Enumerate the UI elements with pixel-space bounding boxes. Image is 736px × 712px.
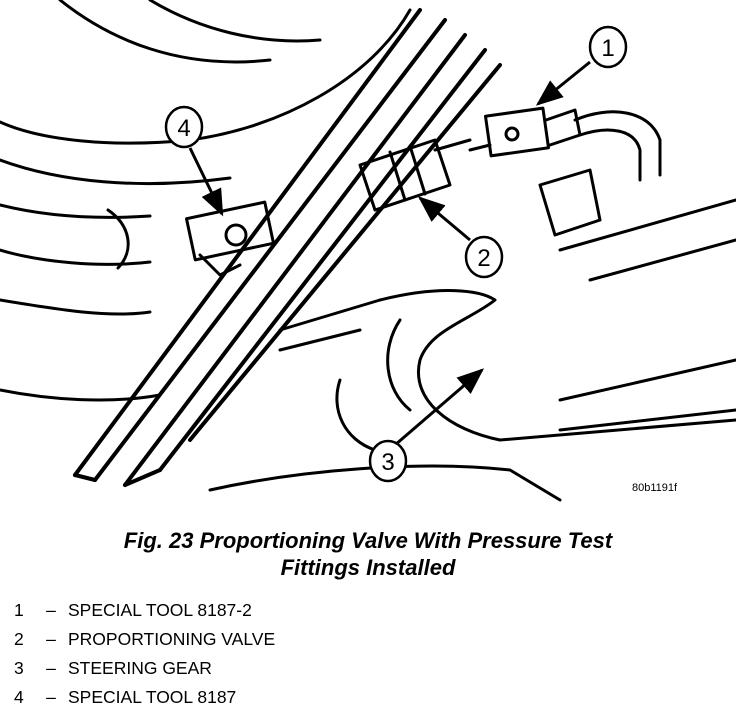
legend-separator: – <box>46 600 56 620</box>
legend-item: 4 –SPECIAL TOOL 8187 <box>14 683 275 712</box>
callout-number: 4 <box>177 115 190 142</box>
legend-separator: – <box>46 658 56 678</box>
leader-arrow-4 <box>188 147 224 217</box>
legend-label: STEERING GEAR <box>68 658 212 678</box>
legend-item: 3 –STEERING GEAR <box>14 654 275 683</box>
legend-item: 1 –SPECIAL TOOL 8187-2 <box>14 596 275 625</box>
legend-number: 2 <box>14 629 24 649</box>
callout-3: 3 <box>368 439 408 483</box>
figure-caption: Fig. 23 Proportioning Valve With Pressur… <box>0 527 736 581</box>
leader-arrow-2 <box>417 196 471 242</box>
callout-number: 2 <box>477 245 490 272</box>
caption-line-1: Fig. 23 Proportioning Valve With Pressur… <box>123 528 613 553</box>
callout-legend: 1–SPECIAL TOOL 8187-2 2–PROPORTIONING VA… <box>14 596 275 712</box>
legend-label: PROPORTIONING VALVE <box>68 629 276 649</box>
steering-gear <box>208 289 736 502</box>
callout-4: 4 <box>164 105 204 149</box>
legend-number: 4 <box>14 687 24 707</box>
brake-booster-housing <box>0 0 412 402</box>
callout-number: 3 <box>381 449 394 476</box>
brake-line-bundle <box>73 8 502 487</box>
leader-arrow-3 <box>394 368 485 447</box>
legend-label: SPECIAL TOOL 8187-2 <box>68 600 252 620</box>
special-tool-8187-2-fitting <box>468 106 662 237</box>
caption-line-2: Fittings Installed <box>280 555 456 580</box>
legend-label: SPECIAL TOOL 8187 <box>68 687 237 707</box>
drawing-code: 80b1191f <box>632 482 678 494</box>
legend-number: 1 <box>14 600 24 620</box>
legend-number: 3 <box>14 658 24 678</box>
legend-item: 2 –PROPORTIONING VALVE <box>14 625 275 654</box>
legend-separator: – <box>46 687 56 707</box>
callout-2: 2 <box>464 235 504 279</box>
frame-rail <box>558 198 736 282</box>
proportioning-valve-body <box>358 138 472 212</box>
leader-arrow-1 <box>535 60 591 106</box>
legend-separator: – <box>46 629 56 649</box>
special-tool-8187-fitting <box>185 200 275 277</box>
callout-number: 1 <box>601 35 614 62</box>
callout-1: 1 <box>588 25 628 69</box>
proportioning-valve-illustration: 1 2 3 4 <box>0 0 736 502</box>
